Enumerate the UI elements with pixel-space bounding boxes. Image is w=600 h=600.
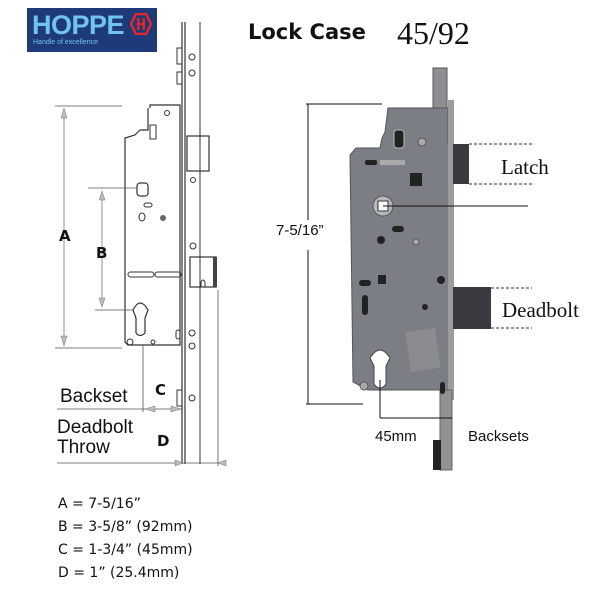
latch-label: Latch	[501, 155, 549, 179]
deadbolt-label: Deadbolt	[502, 298, 579, 322]
height-label: 7-5/16”	[276, 222, 324, 239]
backsets-label: Backsets	[468, 428, 529, 445]
deadbolt-throw-label: Deadbolt Throw	[57, 418, 133, 458]
spec-a: A = 7-5/16”	[58, 496, 141, 512]
dimension-label-d: D	[157, 432, 170, 450]
dimension-label-b: B	[96, 244, 108, 262]
spec-d: D = 1” (25.4mm)	[58, 565, 180, 581]
spec-c: C = 1-3/4” (45mm)	[58, 542, 193, 558]
model-number: 45/92	[397, 15, 470, 51]
hoppe-hexagon-icon	[130, 13, 152, 35]
dimension-label-c: C	[155, 381, 167, 399]
backset-label: Backset	[60, 386, 128, 407]
deadbolt-throw-line2: Throw	[57, 437, 110, 458]
spec-list: A = 7-5/16” B = 3-5/8” (92mm) C = 1-3/4”…	[58, 493, 193, 585]
brand-name: HOPPE	[32, 10, 125, 40]
page-title: Lock Case	[248, 20, 366, 44]
dimension-label-a: A	[59, 227, 71, 245]
hoppe-logo: HOPPE Handle of excellence	[27, 8, 157, 52]
brand-tagline: Handle of excellence	[33, 39, 98, 46]
deadbolt-throw-line1: Deadbolt	[57, 417, 134, 438]
lock-case-photo	[306, 67, 532, 471]
technical-drawing	[55, 22, 227, 467]
backset-value: 45mm	[375, 428, 417, 445]
spec-b: B = 3-5/8” (92mm)	[58, 519, 193, 535]
